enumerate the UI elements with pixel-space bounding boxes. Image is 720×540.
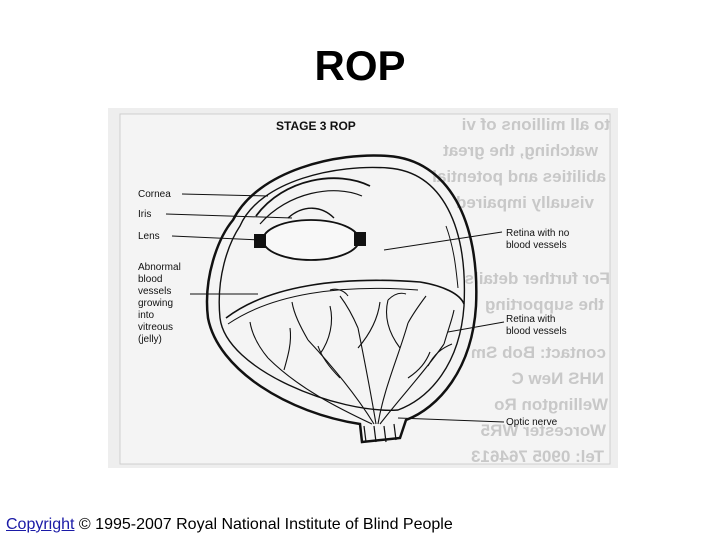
ciliary-body-left xyxy=(254,234,266,248)
ciliary-body-right xyxy=(354,232,366,246)
label-abnormal-vessels: into xyxy=(138,310,155,321)
label-retina-with-vessels: blood vessels xyxy=(506,326,567,337)
label-abnormal-vessels: growing xyxy=(138,298,173,309)
label-retina-with-vessels: Retina with xyxy=(506,314,555,325)
eye-diagram: to all millions of vi watching, the grea… xyxy=(108,108,618,468)
label-retina-no-vessels: blood vessels xyxy=(506,240,567,251)
bleed-line: For further details xyxy=(465,269,610,288)
bleed-line: visually impaired xyxy=(456,193,594,212)
bleed-line: Tel: 0905 764613 xyxy=(471,447,604,466)
diagram-heading: STAGE 3 ROP xyxy=(276,119,356,133)
lens-shape xyxy=(263,220,359,260)
label-lens: Lens xyxy=(138,231,160,242)
bleed-line: to all millions of vi xyxy=(462,115,610,134)
label-abnormal-vessels: vitreous xyxy=(138,322,173,333)
label-abnormal-vessels: vessels xyxy=(138,286,171,297)
label-abnormal-vessels: blood xyxy=(138,274,162,285)
eye-diagram-figure: to all millions of vi watching, the grea… xyxy=(108,108,618,468)
bleed-line: NHS New C xyxy=(511,369,604,388)
label-iris: Iris xyxy=(138,209,151,220)
copyright-text: © 1995-2007 Royal National Institute of … xyxy=(74,516,452,533)
bleed-line: abilities and potential xyxy=(432,167,606,186)
label-retina-no-vessels: Retina with no xyxy=(506,228,570,239)
bleed-line: Wellington Ro xyxy=(494,395,608,414)
bleed-line: contact: Bob Sm xyxy=(471,343,606,362)
slide-title: ROP xyxy=(0,42,720,90)
label-optic-nerve: Optic nerve xyxy=(506,417,558,428)
label-abnormal-vessels: Abnormal xyxy=(138,262,181,273)
copyright-link[interactable]: Copyright xyxy=(6,516,74,533)
label-abnormal-vessels: (jelly) xyxy=(138,334,162,345)
bleed-line: the supporting xyxy=(485,295,604,314)
label-cornea: Cornea xyxy=(138,189,171,200)
copyright-footer: Copyright © 1995-2007 Royal National Ins… xyxy=(6,516,453,534)
bleed-line: watching, the great xyxy=(443,141,599,160)
